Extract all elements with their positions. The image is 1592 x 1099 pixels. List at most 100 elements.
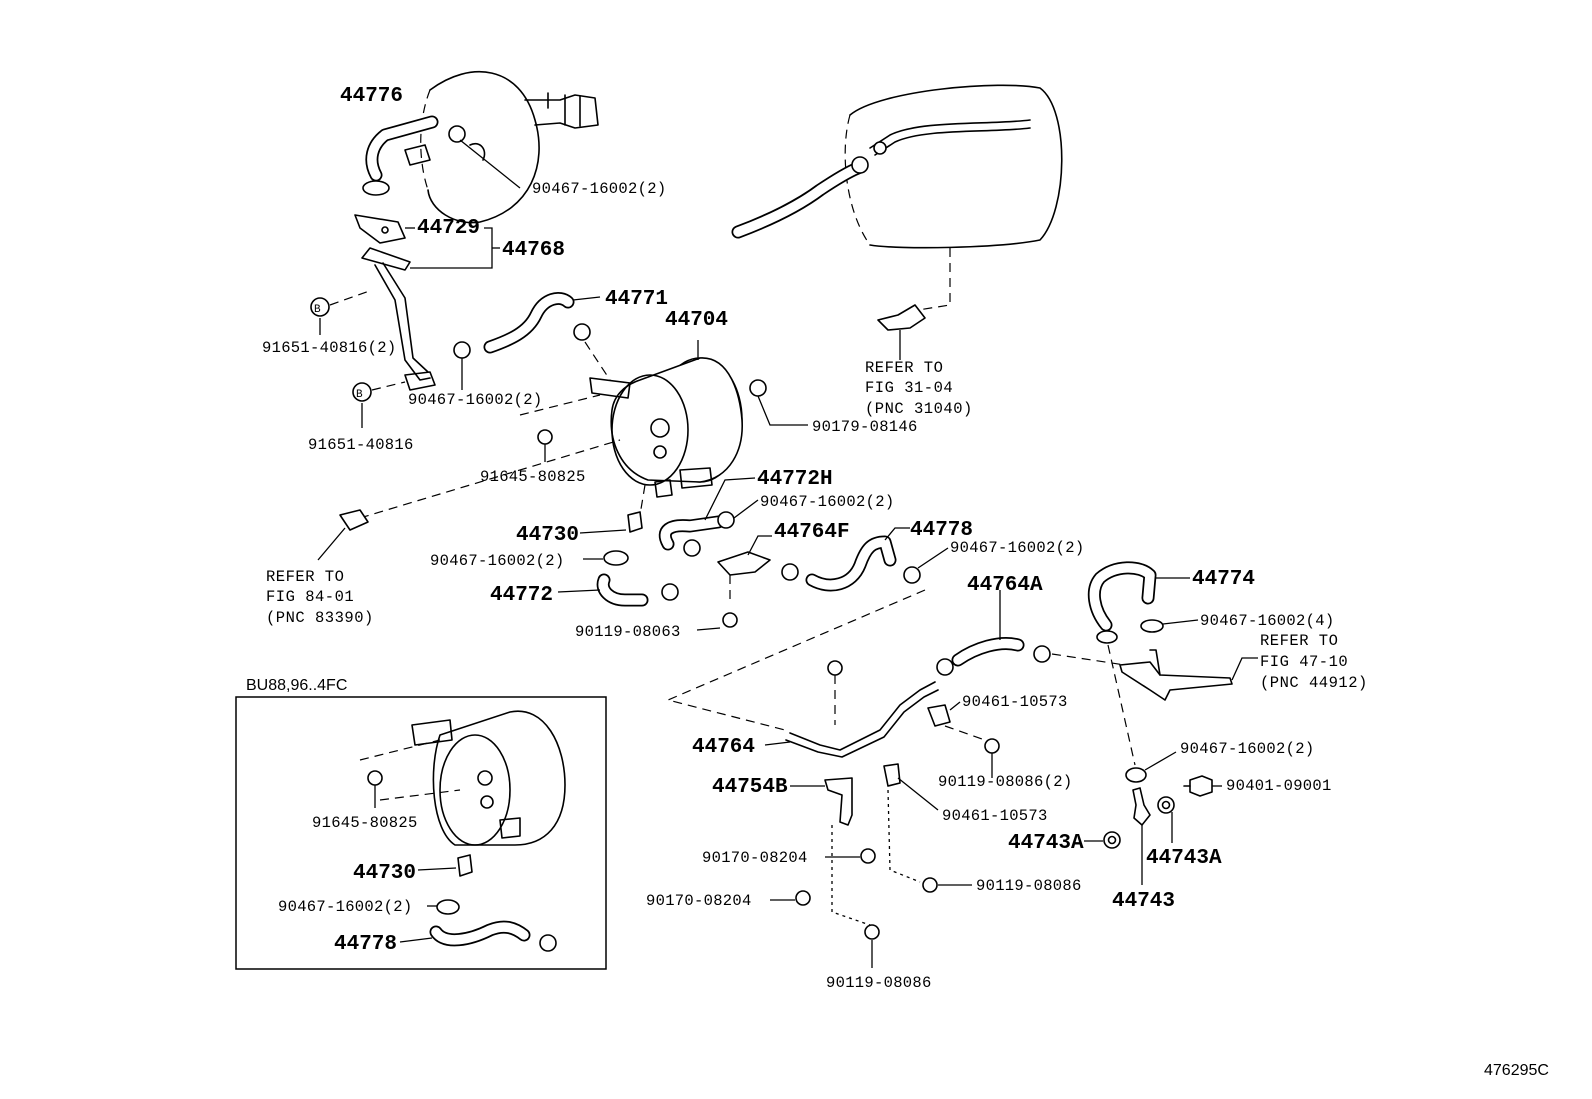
label-91651-b[interactable]: 91651-40816 [308,436,414,454]
label-in-91645[interactable]: 91645-80825 [312,814,418,832]
hose-44772[interactable] [596,573,649,607]
label-91645[interactable]: 91645-80825 [480,468,586,486]
pipe-44764[interactable] [785,681,939,758]
bolt-icon [984,738,1000,754]
nut-icon [860,848,876,864]
label-90467-f[interactable]: 90467-16002(2) [950,539,1084,557]
label-90467-mid[interactable]: 90467-16002(2) [408,391,542,409]
union-44764F[interactable] [717,551,771,576]
label-in-44730[interactable]: 44730 [353,862,416,885]
label-90119-086-2[interactable]: 90119-08086(2) [938,773,1072,791]
ref-fig84-l2[interactable]: FIG 84-01 [266,588,354,606]
label-in-44778[interactable]: 44778 [334,933,397,956]
label-44776[interactable]: 44776 [340,85,403,108]
ref-fig47-l2[interactable]: FIG 47-10 [1260,653,1348,671]
hose-44776[interactable] [362,115,466,196]
bolt-icon [922,877,938,893]
connector-83390[interactable] [339,509,369,531]
label-44771[interactable]: 44771 [605,288,668,311]
bolt-icon [367,770,383,786]
label-44754B[interactable]: 44754B [712,776,788,799]
hose-clamp-icon [717,511,735,529]
hose-clamp-icon [436,899,460,915]
label-90119-086-b[interactable]: 90119-08086 [976,877,1082,895]
hose-clamp-icon [453,341,471,359]
bolt-icon [827,660,843,676]
pipe-44768[interactable] [361,247,436,391]
inset-title: BU88,96..4FC [246,677,347,694]
bolt-marker-lower: B [352,382,372,402]
clip-90461-b[interactable] [883,763,901,787]
inset-frame [235,696,607,970]
label-90467-h[interactable]: 90467-16002(2) [760,493,894,511]
label-90467-4[interactable]: 90467-16002(4) [1200,612,1334,630]
label-90467-top[interactable]: 90467-16002(2) [532,180,666,198]
label-90401[interactable]: 90401-09001 [1226,777,1332,795]
hose-clamp-icon [573,323,591,341]
label-90461-b[interactable]: 90461-10573 [942,807,1048,825]
bolt-icon [722,612,738,628]
ref-fig31-l2[interactable]: FIG 31-04 [865,379,953,397]
hose-44764A[interactable] [951,637,1025,667]
brake-booster-drawing [404,70,599,224]
label-44743A-l[interactable]: 44743A [1008,832,1084,855]
bracket-44729[interactable] [354,214,406,244]
tank-hose [731,156,869,239]
pipe-44912[interactable] [1119,649,1233,701]
label-44764[interactable]: 44764 [692,736,755,759]
nut-icon [749,379,767,397]
label-44743A-r[interactable]: 44743A [1146,847,1222,870]
label-in-90467[interactable]: 90467-16002(2) [278,898,412,916]
label-90170-b[interactable]: 90170-08204 [646,892,752,910]
label-44772[interactable]: 44772 [490,584,553,607]
hose-44774[interactable] [1087,561,1157,632]
label-44764A[interactable]: 44764A [967,574,1043,597]
check-valve-44743[interactable] [1132,787,1151,826]
vacuum-pump-44704[interactable] [589,357,743,498]
bolt-marker-upper: B [310,297,330,317]
label-90467-r[interactable]: 90467-16002(2) [1180,740,1314,758]
hose-44778[interactable] [805,535,897,592]
hose-44772H[interactable] [658,515,725,551]
label-44774[interactable]: 44774 [1192,568,1255,591]
inset-hose-44778[interactable] [429,920,531,947]
hose-clamp-icon [539,934,557,952]
nut-icon [795,890,811,906]
label-44768[interactable]: 44768 [502,239,565,262]
hose-44771[interactable] [483,292,575,354]
label-44772H[interactable]: 44772H [757,468,833,491]
ref-fig84-l3: (PNC 83390) [266,609,374,627]
ref-fig47-l1: REFER TO [1260,632,1338,650]
label-44778[interactable]: 44778 [910,519,973,542]
label-90119-063[interactable]: 90119-08063 [575,623,681,641]
svg-text:B: B [356,389,363,401]
clip-90461-a[interactable] [927,704,951,727]
label-90119-086-c[interactable]: 90119-08086 [826,974,932,992]
inset-vacuum-pump[interactable] [411,710,566,846]
label-90179[interactable]: 90179-08146 [812,418,918,436]
diagram-id: 476295C [1484,1062,1549,1079]
hose-clamp-icon [1096,630,1118,644]
label-44704[interactable]: 44704 [665,309,728,332]
label-90467-l[interactable]: 90467-16002(2) [430,552,564,570]
ref-fig31-l3: (PNC 31040) [865,400,973,418]
ref-fig84-l1: REFER TO [266,568,344,586]
check-valve-31040[interactable] [877,304,926,331]
grommet-icon [1157,796,1175,814]
label-90170-a[interactable]: 90170-08204 [702,849,808,867]
label-44729[interactable]: 44729 [417,217,480,240]
bracket-44754B[interactable] [824,777,853,826]
label-44764F[interactable]: 44764F [774,521,850,544]
union-44730[interactable] [627,511,643,533]
label-44730[interactable]: 44730 [516,524,579,547]
bolt-icon [537,429,553,445]
inset-union-44730[interactable] [457,854,473,877]
label-90461-a[interactable]: 90461-10573 [962,693,1068,711]
grommet-icon [1103,831,1121,849]
label-44743[interactable]: 44743 [1112,890,1175,913]
hose-clamp-icon [448,125,466,143]
label-91651-a[interactable]: 91651-40816(2) [262,339,396,357]
vsv-90401[interactable] [1183,775,1213,797]
hose-clamp-icon [936,658,954,676]
